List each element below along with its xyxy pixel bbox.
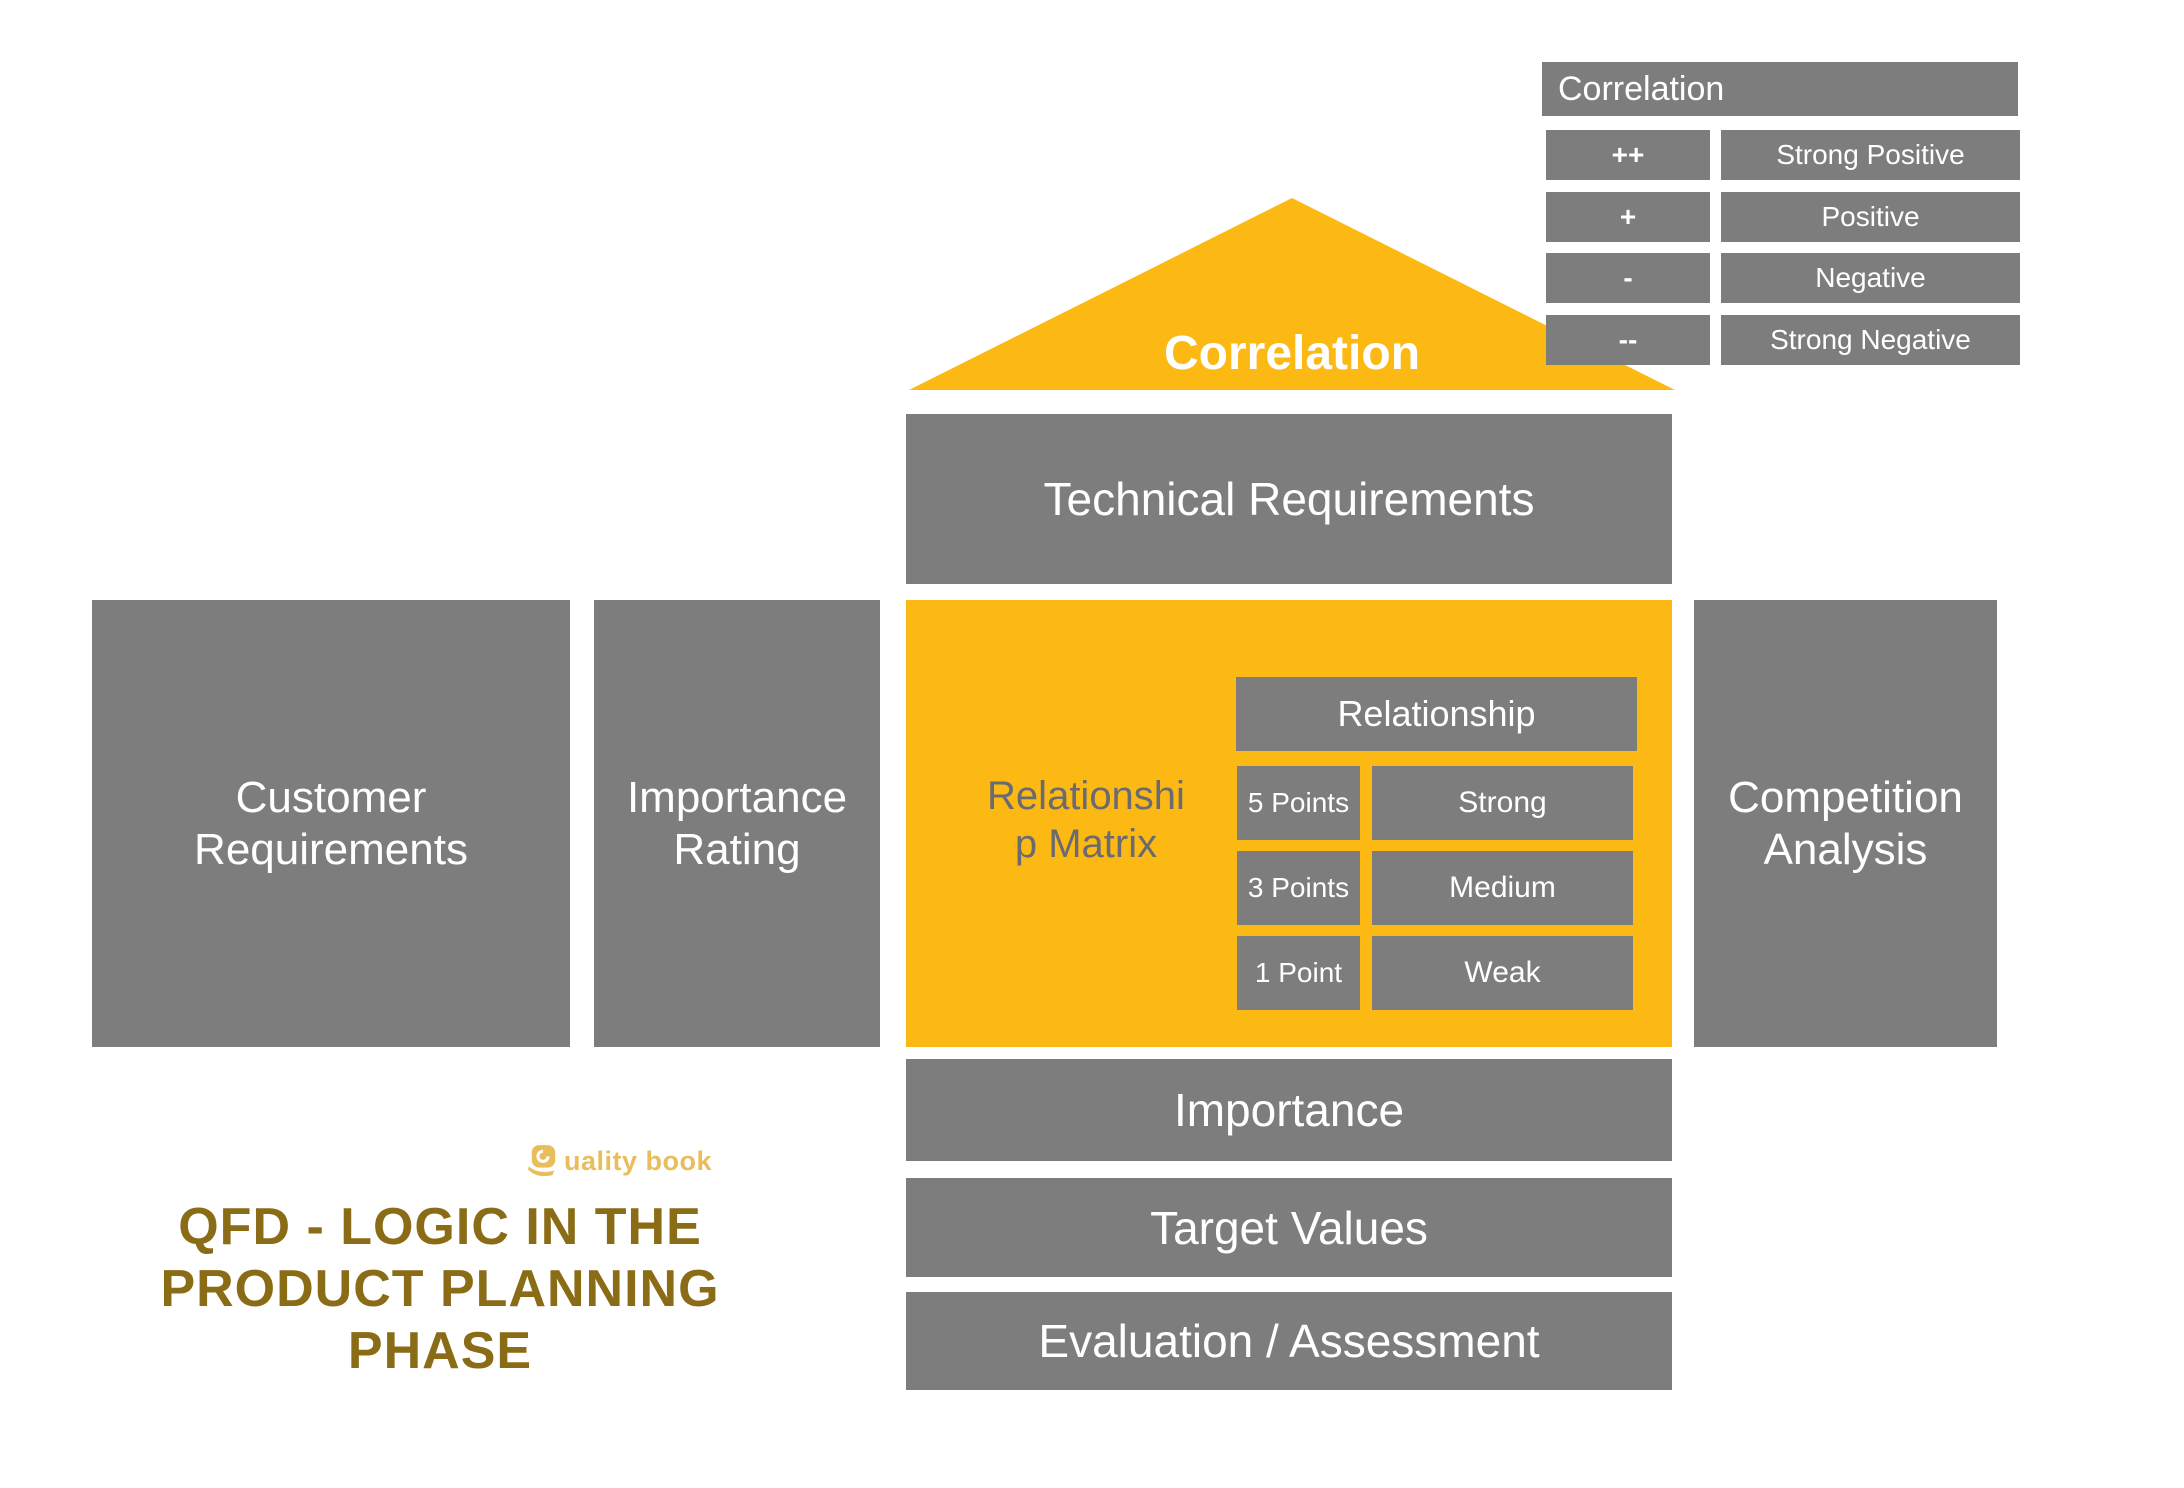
legend-label-strong-negative: Strong Negative [1721, 315, 2020, 365]
technical-requirements-box: Technical Requirements [906, 414, 1672, 584]
legend-symbol-strong-positive: ++ [1546, 130, 1710, 180]
legend-label-negative: Negative [1721, 253, 2020, 303]
relationship-points-1: 1 Point [1237, 936, 1360, 1010]
relationship-table-header: Relationship [1236, 677, 1637, 751]
relationship-strength-weak: Weak [1372, 936, 1633, 1010]
relationship-matrix-label-line2: p Matrix [1014, 822, 1158, 866]
page-title-line1: QFD - LOGIC IN THE [178, 1198, 702, 1256]
relationship-matrix-label-line1: Relationshi [987, 774, 1185, 818]
relationship-strength-medium: Medium [1372, 851, 1633, 925]
quality-book-logo-icon [527, 1145, 558, 1177]
relationship-points-5: 5 Points [1237, 766, 1360, 840]
competition-analysis-box: Competition Analysis [1694, 600, 1997, 1047]
evaluation-assessment-box: Evaluation / Assessment [906, 1292, 1672, 1390]
importance-rating-box: Importance Rating [594, 600, 880, 1047]
correlation-roof-label: Correlation [1163, 327, 1421, 380]
legend-label-strong-positive: Strong Positive [1721, 130, 2020, 180]
customer-requirements-box: Customer Requirements [92, 600, 570, 1047]
legend-label-positive: Positive [1721, 192, 2020, 242]
page-title-line3: PHASE [347, 1322, 533, 1380]
relationship-matrix-label: Relationshi p Matrix [926, 772, 1246, 868]
importance-box: Importance [906, 1059, 1672, 1161]
page-title: QFD - LOGIC IN THE PRODUCT PLANNING PHAS… [100, 1196, 780, 1382]
legend-symbol-positive: + [1546, 192, 1710, 242]
target-values-box: Target Values [906, 1178, 1672, 1277]
legend-symbol-strong-negative: -- [1546, 315, 1710, 365]
quality-book-logo-text: uality book [563, 1145, 712, 1176]
relationship-strength-strong: Strong [1372, 766, 1633, 840]
page-title-line2: PRODUCT PLANNING [160, 1260, 720, 1318]
correlation-legend-title: Correlation [1542, 62, 2018, 116]
relationship-matrix-box: Relationshi p Matrix Relationship 5 Poin… [906, 600, 1672, 1047]
legend-symbol-negative: - [1546, 253, 1710, 303]
relationship-points-3: 3 Points [1237, 851, 1360, 925]
quality-book-logo: uality book [480, 1138, 760, 1184]
